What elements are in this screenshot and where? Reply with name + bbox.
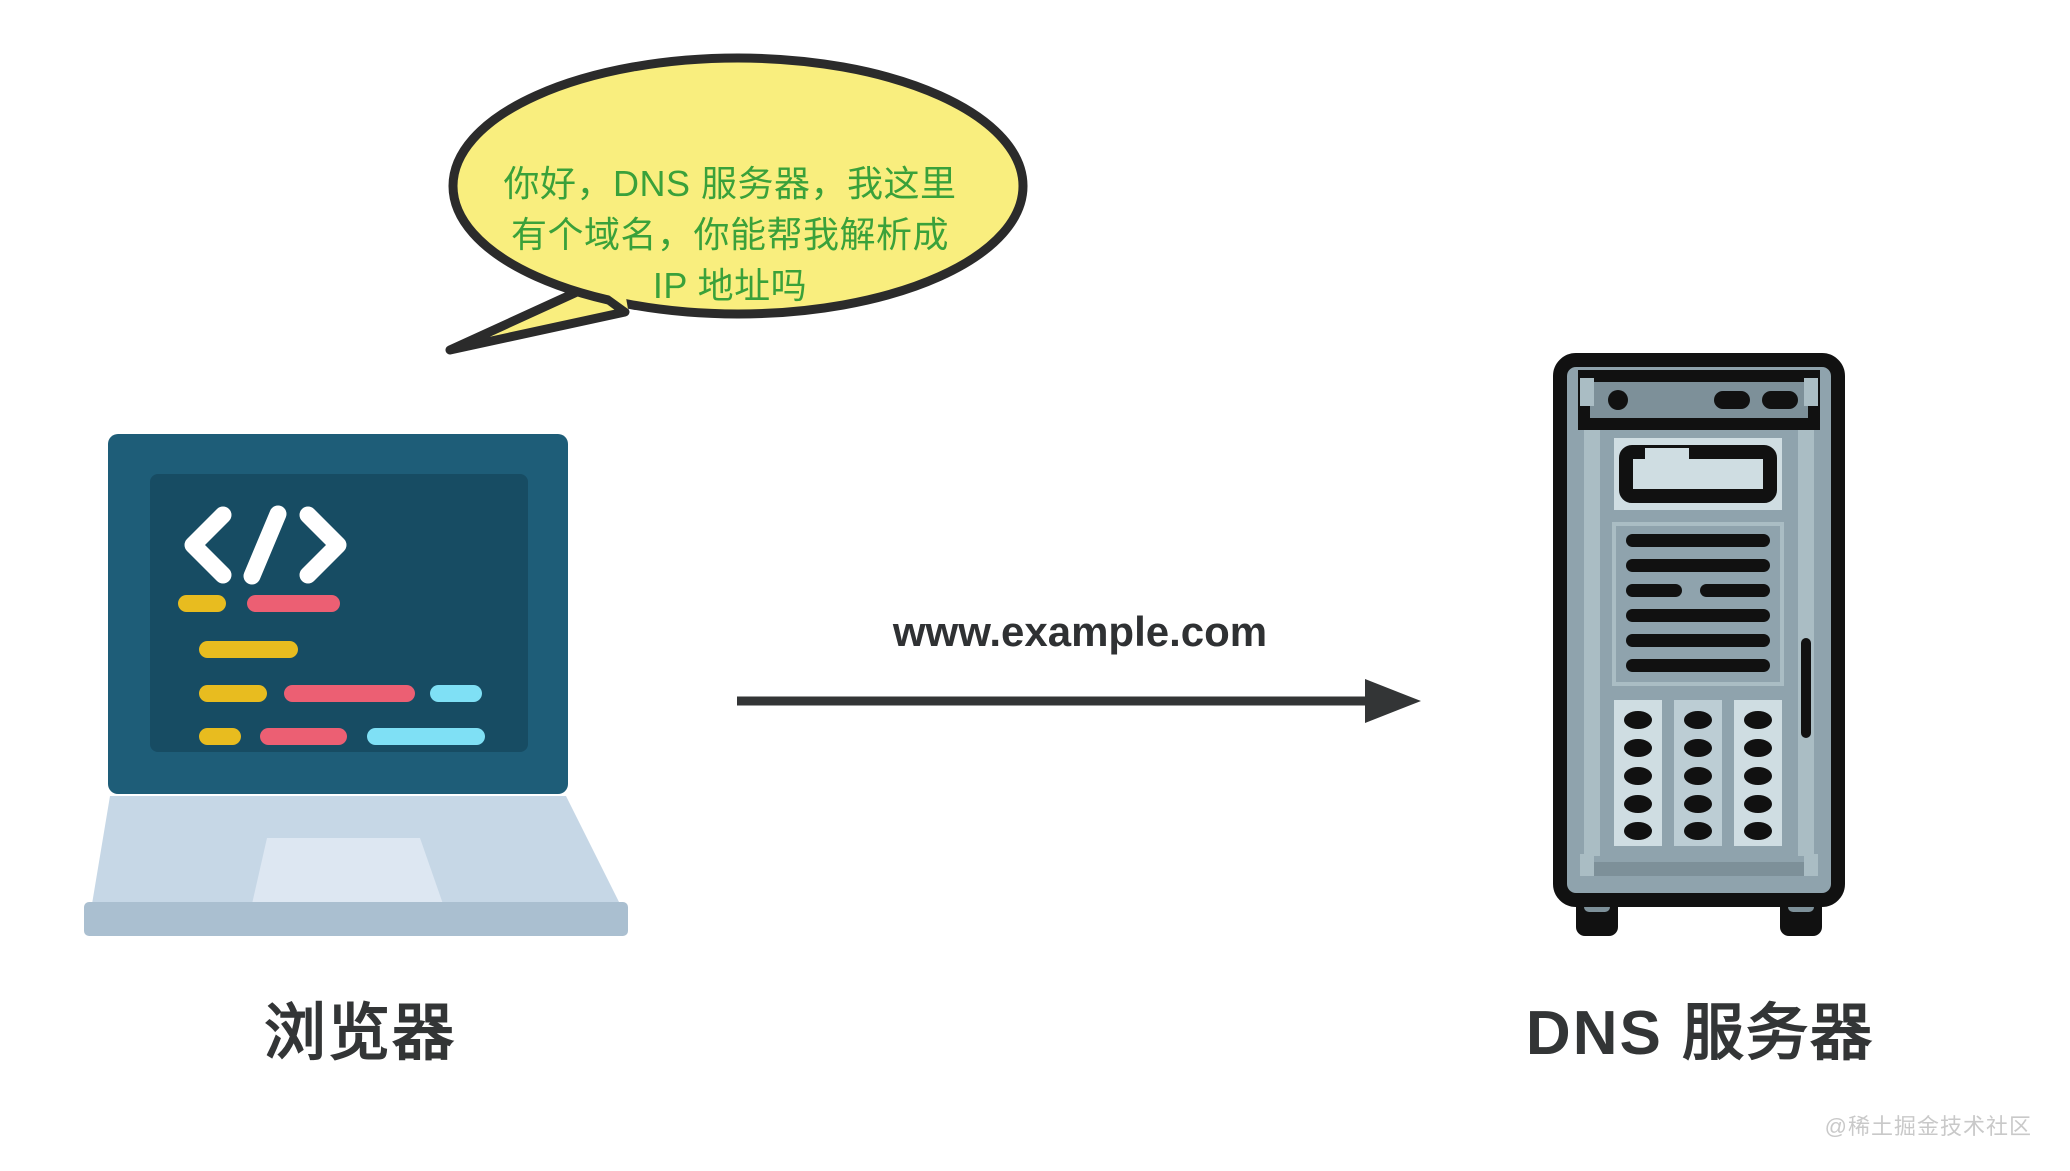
- node-label-browser: 浏览器: [263, 999, 456, 1068]
- server-port-1: [1714, 391, 1750, 409]
- server-corner-highlights: [1580, 378, 1818, 876]
- request-url-label: www.example.com: [892, 608, 1268, 655]
- laptop-illustration: [84, 434, 628, 936]
- server-tower-icon: [1548, 348, 1848, 948]
- server-illustration: [1553, 353, 1845, 936]
- power-indicator-icon: [1608, 390, 1628, 410]
- speech-bubble-text: 你好，DNS 服务器，我这里 有个域名，你能帮我解析成 IP 地址吗: [503, 163, 957, 307]
- server-bottom-divider: [1584, 862, 1814, 876]
- server-drive-bays: [1614, 700, 1782, 846]
- arrow-right-icon: [737, 679, 1421, 723]
- speech-bubble-shape: [445, 53, 1028, 355]
- laptop-trackpad: [252, 838, 443, 904]
- server-rail-left: [1584, 408, 1600, 856]
- arrow-head: [1365, 679, 1421, 723]
- server-vent-slots: [1626, 534, 1770, 672]
- server-rail-right: [1798, 408, 1814, 856]
- laptop-code-icon: [80, 432, 640, 944]
- speech-bubble-body: [448, 53, 1028, 319]
- speech-bubble: 你好，DNS 服务器，我这里 有个域名，你能帮我解析成 IP 地址吗: [440, 50, 1060, 400]
- node-label-dns-server: DNS 服务器: [1525, 999, 1875, 1068]
- server-vent-panel: [1612, 522, 1784, 686]
- server-port-2: [1762, 391, 1798, 409]
- watermark: @稀土掘金技术社区: [1824, 1114, 2032, 1139]
- request-arrow-group: www.example.com: [735, 608, 1425, 728]
- laptop-front-edge: [84, 902, 628, 936]
- server-optical-notch: [1645, 448, 1689, 464]
- laptop-screen: [150, 474, 528, 752]
- server-rail-accent: [1801, 638, 1811, 738]
- speech-bubble-tail-join: [592, 264, 628, 309]
- server-optical-slot: [1619, 445, 1777, 503]
- code-lines: [178, 595, 485, 745]
- code-angle-brackets-icon: [184, 505, 347, 585]
